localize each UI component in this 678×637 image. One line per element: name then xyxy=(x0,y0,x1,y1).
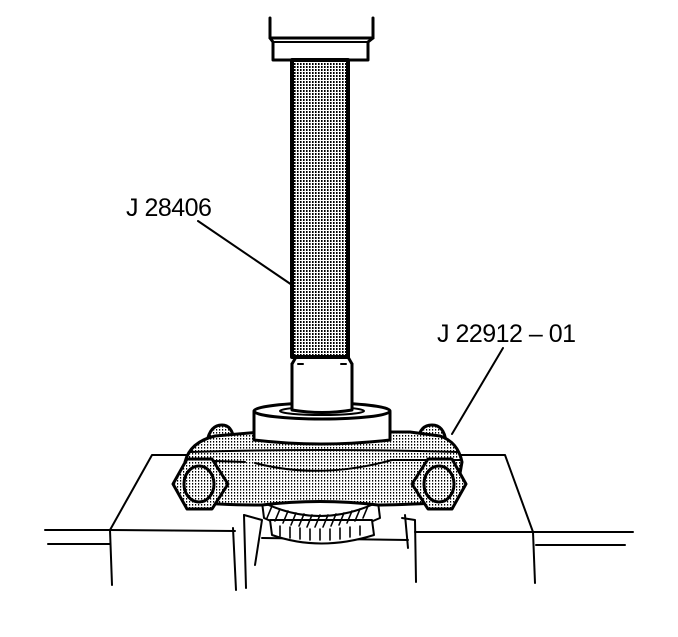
gear xyxy=(261,501,381,545)
leader-j22912 xyxy=(451,347,504,435)
hex-bolt-right xyxy=(410,457,468,511)
press-tube-shaft xyxy=(290,58,350,359)
callout-label-press-tool: J 28406 xyxy=(126,194,212,222)
callout-label-holding-fixture: J 22912 – 01 xyxy=(437,320,576,348)
leader-lines xyxy=(197,220,504,435)
separator-plate xyxy=(183,423,464,507)
leader-j28406 xyxy=(197,220,293,286)
press-ram xyxy=(268,16,375,62)
hex-bolt-left xyxy=(171,457,230,511)
shaft-collar xyxy=(290,355,354,414)
